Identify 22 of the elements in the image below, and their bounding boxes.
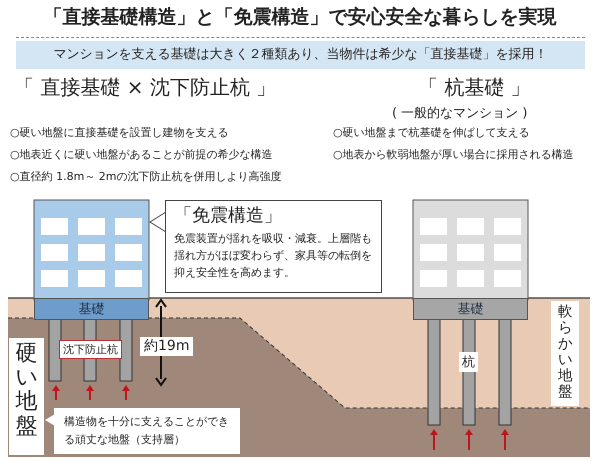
callout-text: 免震装置が揺れを吸収・減衰。上層階も揺れ方がほぼ変わらず、家具等の転倒を抑え安全性を高めます。 <box>174 230 373 281</box>
note-text: ○直径約 1.8m～ 2mの沈下防止杭を併用しより高強度 <box>10 170 282 184</box>
callout-box <box>165 200 382 293</box>
callout-box <box>54 408 240 454</box>
ground-label: 軟らかい地盤 <box>551 301 579 406</box>
pile-label: 沈下防止杭 <box>59 340 122 359</box>
title: 「直接基礎構造」と「免震構造」で安心安全な暮らしを実現 <box>42 5 558 30</box>
note-text: ○硬い地盤まで杭基礎を伸ばして支える <box>333 126 530 140</box>
note-text: ○地表から軟弱地盤が厚い場合に採用される構造 <box>333 148 574 162</box>
note-text: ○地表近くに硬い地盤があることが前提の希少な構造 <box>10 148 273 162</box>
ground-label: 硬い地盤 <box>9 338 44 455</box>
callout-text: 構造物を十分に支えることができる頑丈な地盤（支持層） <box>64 414 230 448</box>
dimension-label: 約19m <box>140 337 194 356</box>
section-heading: 「 直接基礎 × 沈下防止杭 」 <box>14 75 276 99</box>
note-text: ( 一般的なマンション ) <box>392 106 528 122</box>
pile-label: 杭 <box>459 352 478 372</box>
section-heading: 「 杭基礎 」 <box>418 75 531 99</box>
note-text: ○硬い地盤に直接基礎を設置し建物を支える <box>10 126 229 140</box>
foundation-block: 基礎 <box>34 298 149 320</box>
banner-text: マンションを支える基礎は大きく２種類あり、当物件は希少な「直接基礎」を採用！ <box>16 41 585 69</box>
callout-heading: 「免震構造」 <box>174 205 283 227</box>
foundation-block: 基礎 <box>413 298 528 320</box>
